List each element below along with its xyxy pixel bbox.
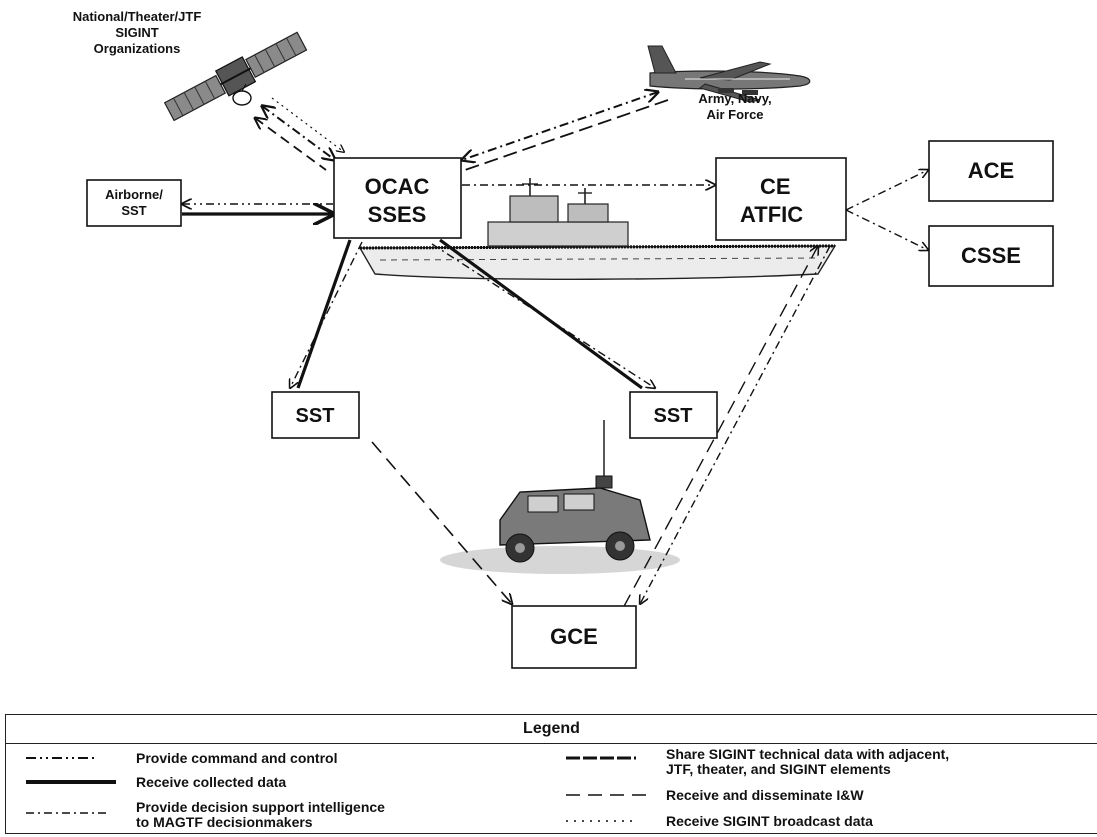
node-ce-atfic: CE ATFIC	[715, 157, 847, 241]
legend-swatch-dotted	[566, 820, 636, 822]
svg-text:Air Force: Air Force	[706, 107, 763, 122]
legend-item-disseminate-iw: Receive and disseminate I&W	[666, 787, 864, 803]
satellite-icon	[163, 31, 308, 122]
node-ace: ACE	[928, 140, 1054, 202]
sses-label: SSES	[368, 202, 427, 227]
sst-left-label: SST	[296, 405, 335, 427]
legend-title: Legend	[6, 715, 1097, 744]
ce-label: CE	[760, 174, 791, 199]
svg-text:Army, Navy,: Army, Navy,	[698, 91, 771, 106]
legend-swatch-dash-dot	[26, 812, 106, 814]
svg-text:SIGINT: SIGINT	[115, 25, 158, 40]
node-ocac-sses: OCAC SSES	[333, 157, 462, 239]
legend-swatch-long-dash	[566, 794, 646, 796]
sigint-architecture-diagram: OCAC SSES CE ATFIC ACE CSSE Airborne/ SS…	[73, 9, 1054, 669]
csse-label: CSSE	[961, 243, 1021, 268]
gce-label: GCE	[550, 624, 598, 649]
ocac-label: OCAC	[365, 174, 430, 199]
ship-icon	[358, 178, 837, 280]
airborne-sst-label: SST	[121, 203, 146, 218]
svg-text:Organizations: Organizations	[94, 41, 181, 56]
legend-swatch-heavy-dash	[566, 756, 636, 760]
svg-text:National/Theater/JTF: National/Theater/JTF	[73, 9, 202, 24]
sst-right-label: SST	[654, 405, 693, 427]
airplane-icon	[647, 45, 811, 103]
legend-item-command-control: Provide command and control	[136, 750, 338, 766]
node-airborne-sst: Airborne/ SST	[86, 179, 182, 227]
legend-item-broadcast-data: Receive SIGINT broadcast data	[666, 813, 873, 829]
legend: Legend Provide command and control Recei…	[5, 714, 1097, 834]
national-sigint-label: National/Theater/JTF SIGINT Organization…	[73, 9, 202, 56]
node-sst-right: SST	[629, 391, 718, 439]
legend-swatch-thick-solid	[26, 780, 116, 784]
services-label: Army, Navy, Air Force	[698, 91, 771, 122]
node-csse: CSSE	[928, 225, 1054, 287]
airborne-label: Airborne/	[105, 187, 163, 202]
legend-item-decision-support: Provide decision support intelligence to…	[136, 799, 385, 830]
ace-label: ACE	[968, 158, 1014, 183]
node-gce: GCE	[511, 605, 637, 669]
node-sst-left: SST	[271, 391, 360, 439]
legend-item-collected-data: Receive collected data	[136, 774, 287, 790]
legend-swatch-dash-dot-dot	[26, 757, 96, 759]
vehicle-icon	[440, 420, 680, 574]
legend-item-share-technical-data: Share SIGINT technical data with adjacen…	[666, 746, 950, 777]
atfic-label: ATFIC	[740, 202, 803, 227]
